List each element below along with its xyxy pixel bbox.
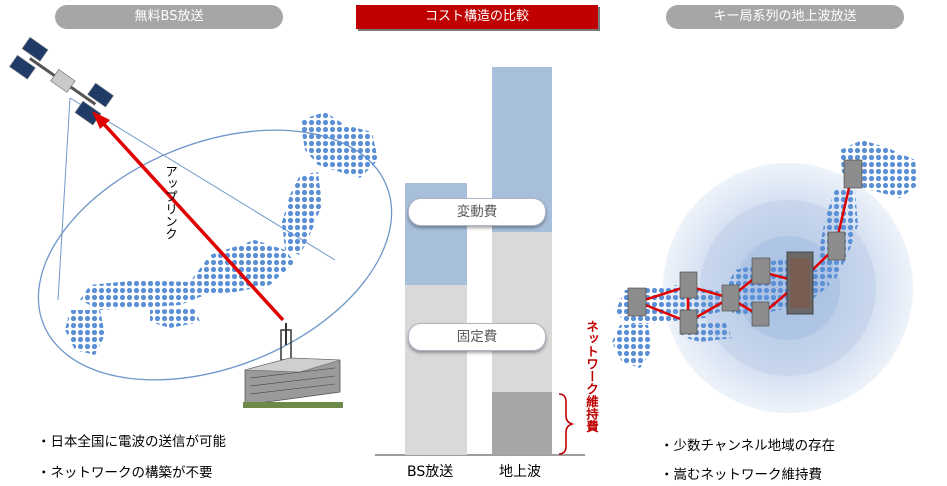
broadcast-building-icon [243, 323, 343, 408]
uplink-arrow [100, 120, 285, 322]
station-buildings [627, 159, 863, 335]
network-brace [558, 393, 575, 455]
satellite-icon [8, 36, 114, 126]
header-terrestrial: キー局系列の地上波放送 [666, 5, 904, 29]
network-cost-label: ネットワーク維持費 [584, 320, 599, 433]
uplink-label: アップリンク [163, 165, 178, 240]
hq-tower-icon [786, 251, 814, 315]
header-free-bs: 無料BS放送 [55, 5, 283, 29]
fixed-cost-label: 固定費 [408, 323, 546, 351]
right-bullet-1: ・少数チャンネル地域の存在 [660, 438, 836, 454]
coverage-ellipse [37, 129, 393, 381]
bar-label-terrestrial: 地上波 [499, 464, 541, 480]
variable-cost-label: 変動費 [408, 198, 546, 226]
header-cost-comparison: コスト構造の比較 [356, 5, 598, 29]
bar-label-bs: BS放送 [407, 464, 454, 480]
bar-terrestrial [492, 67, 552, 455]
japan-map-left [65, 112, 378, 355]
left-bullet-2: ・ネットワークの構築が不要 [37, 465, 213, 481]
left-bullet-1: ・日本全国に電波の送信が可能 [37, 434, 226, 450]
right-bullet-2: ・嵩むネットワーク維持費 [660, 467, 822, 483]
